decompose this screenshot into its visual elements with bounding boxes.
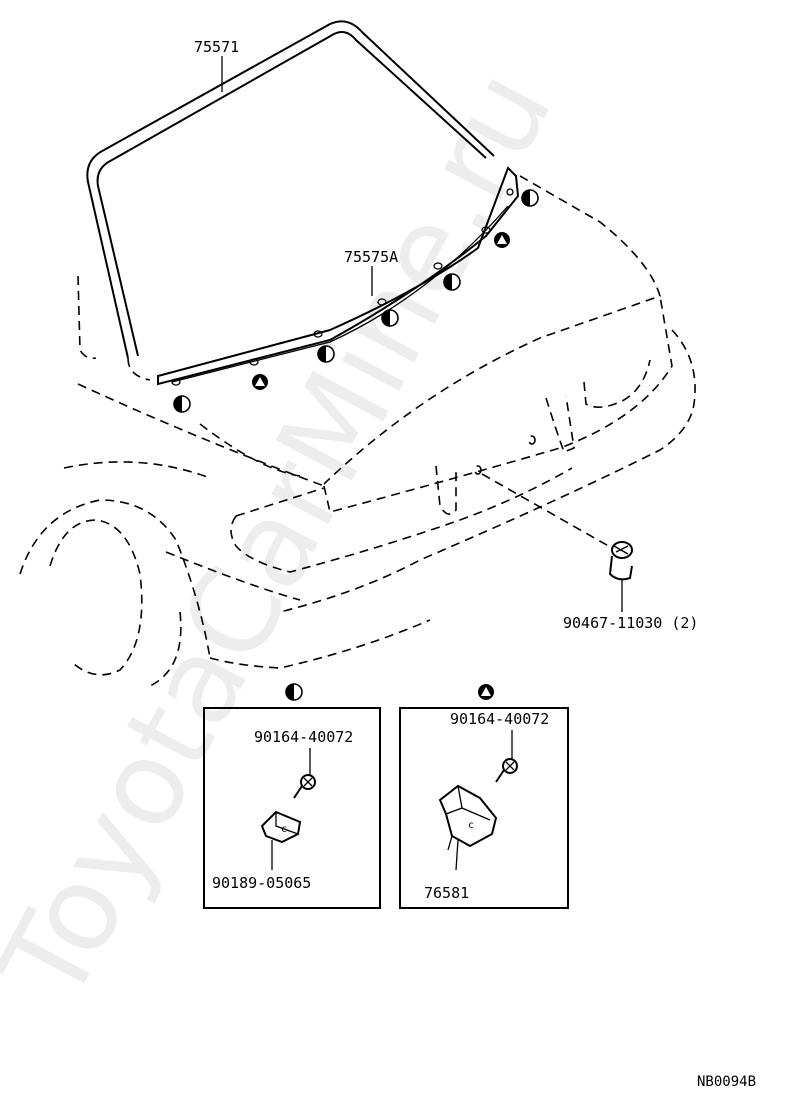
windshield-molding[interactable] xyxy=(86,20,495,359)
label-75571: 75571 xyxy=(194,38,239,56)
retainer-76581[interactable]: c xyxy=(438,784,498,871)
label-90467-11030: 90467-11030 (2) xyxy=(563,614,698,632)
svg-text:c: c xyxy=(281,824,287,835)
half-circle-marker xyxy=(381,309,399,327)
label-90164-40072-b: 90164-40072 xyxy=(450,710,549,728)
label-76581: 76581 xyxy=(424,884,469,902)
label-90164-40072-a: 90164-40072 xyxy=(254,728,353,746)
half-circle-marker xyxy=(521,189,539,207)
clip-90467[interactable] xyxy=(608,541,633,612)
triangle-legend xyxy=(478,684,494,700)
diagram-code: NB0094B xyxy=(697,1074,756,1090)
detail-box-a xyxy=(203,707,381,909)
leader-clip-dashed xyxy=(481,473,613,549)
screw-90164-b[interactable] xyxy=(495,758,518,783)
cowl-molding[interactable] xyxy=(157,166,520,386)
half-circle-marker xyxy=(443,273,461,291)
label-75575A: 75575A xyxy=(344,248,398,266)
half-circle-marker xyxy=(317,345,335,363)
screw-90164-a[interactable] xyxy=(293,774,316,799)
svg-text:c: c xyxy=(468,820,474,831)
half-circle-legend xyxy=(285,683,303,701)
triangle-marker xyxy=(494,232,510,248)
label-90189-05065: 90189-05065 xyxy=(212,874,311,892)
clip-90189[interactable]: c xyxy=(260,810,302,870)
car-body-outline xyxy=(19,175,696,687)
half-circle-marker xyxy=(173,395,191,413)
detail-box-b xyxy=(399,707,569,909)
triangle-marker xyxy=(252,374,268,390)
